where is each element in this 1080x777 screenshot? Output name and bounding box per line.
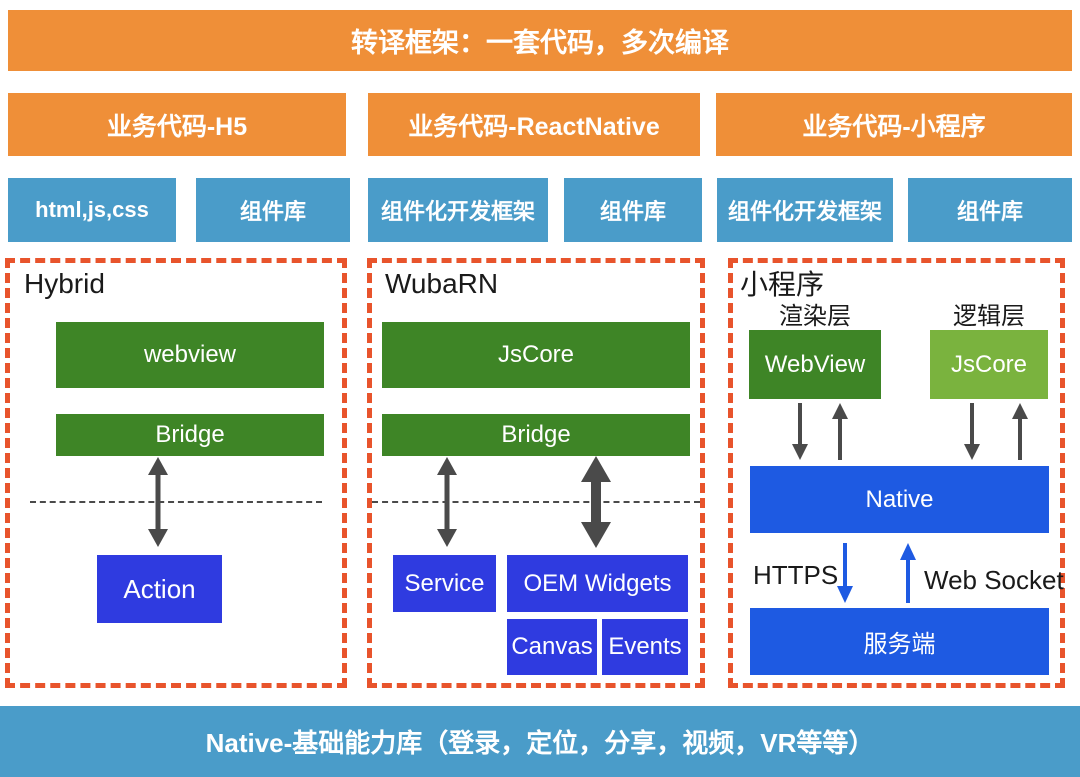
wubarn-service-box: Service — [393, 555, 496, 612]
wubarn-bidirectional-arrow-thick-icon — [581, 456, 611, 548]
wubarn-oem-widgets-box: OEM Widgets — [507, 555, 688, 612]
render-layer-label: 渲染层 — [779, 303, 851, 330]
tech-box-html-js-css: html,js,css — [8, 178, 176, 242]
business-box-h5: 业务代码-H5 — [8, 93, 346, 156]
miniprogram-jscore-box: JsCore — [930, 330, 1048, 399]
tech-box-component-framework-1: 组件化开发框架 — [368, 178, 548, 242]
hybrid-webview-box: webview — [56, 322, 324, 388]
wubarn-events-box: Events — [602, 619, 688, 675]
hybrid-panel-title: Hybrid — [24, 268, 105, 299]
wubarn-bridge-box: Bridge — [382, 414, 690, 456]
miniprogram-native-box: Native — [750, 466, 1049, 533]
https-label: HTTPS — [753, 560, 839, 590]
miniprogram-server-box: 服务端 — [750, 608, 1049, 675]
wubarn-panel-title: WubaRN — [385, 268, 499, 299]
wubarn-layer-separator-line — [372, 501, 700, 503]
web-socket-up-arrow-icon — [900, 543, 916, 603]
hybrid-action-box: Action — [97, 555, 222, 623]
miniprogram-panel-title: 小程序 — [740, 269, 825, 300]
https-down-arrow-icon — [837, 543, 853, 603]
hybrid-bidirectional-arrow-icon — [148, 457, 168, 547]
miniprogram-webview-box: WebView — [749, 330, 881, 399]
tech-box-component-lib-3: 组件库 — [908, 178, 1072, 242]
web-socket-label: Web Socket — [924, 565, 1064, 595]
jscore-up-arrow-icon — [1012, 403, 1028, 460]
logic-layer-label: 逻辑层 — [953, 303, 1025, 330]
business-box-miniprogram: 业务代码-小程序 — [716, 93, 1072, 156]
wubarn-canvas-box: Canvas — [507, 619, 597, 675]
tech-box-component-lib-1: 组件库 — [196, 178, 350, 242]
hybrid-layer-separator-line — [30, 501, 322, 503]
webview-up-arrow-icon — [832, 403, 848, 460]
jscore-down-arrow-icon — [964, 403, 980, 460]
tech-box-component-lib-2: 组件库 — [564, 178, 702, 242]
title-banner: 转译框架：一套代码，多次编译 — [8, 10, 1072, 71]
webview-down-arrow-icon — [792, 403, 808, 460]
native-capability-banner: Native-基础能力库（登录，定位，分享，视频，VR等等） — [0, 706, 1080, 777]
wubarn-bidirectional-arrow-thin-icon — [437, 457, 457, 547]
hybrid-bridge-box: Bridge — [56, 414, 324, 456]
wubarn-jscore-box: JsCore — [382, 322, 690, 388]
business-box-reactnative: 业务代码-ReactNative — [368, 93, 700, 156]
tech-box-component-framework-2: 组件化开发框架 — [717, 178, 893, 242]
